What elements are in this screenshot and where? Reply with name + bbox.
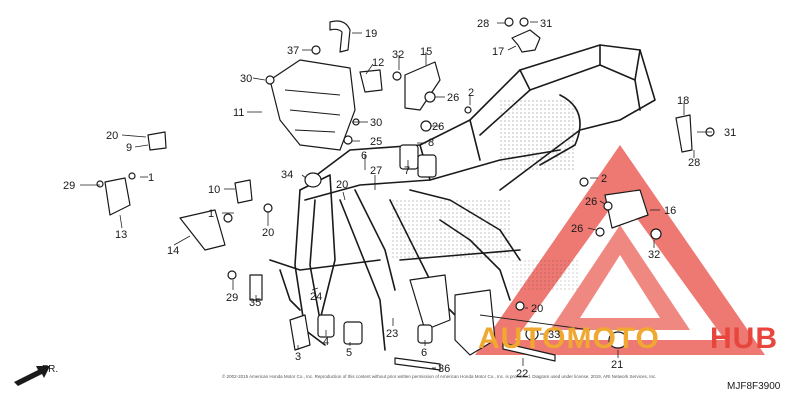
watermark-text: AUTOMOTO HUB [478,322,778,355]
callout-16[interactable]: 16 [664,205,676,217]
callout-37[interactable]: 37 [287,45,299,57]
callout-21[interactable]: 21 [611,359,623,371]
callout-23[interactable]: 23 [386,328,398,340]
callout-28[interactable]: 28 [688,157,700,169]
callout-29[interactable]: 29 [63,180,75,192]
callout-17[interactable]: 17 [492,46,504,58]
callout-14[interactable]: 14 [167,245,179,257]
front-direction-arrow: FR. [14,364,58,386]
callout-2[interactable]: 2 [468,87,474,99]
callout-25[interactable]: 25 [370,136,382,148]
callout-35[interactable]: 35 [249,297,261,309]
callout-26[interactable]: 26 [571,223,583,235]
callout-1[interactable]: 1 [208,208,214,220]
callout-6[interactable]: 6 [361,150,367,162]
callout-22[interactable]: 22 [516,368,528,380]
callout-20[interactable]: 20 [262,227,274,239]
callout-20[interactable]: 20 [106,130,118,142]
callout-numbers: 19 28 31 17 37 32 15 12 30 2 26 11 30 26… [63,18,736,380]
callout-3[interactable]: 3 [295,351,301,363]
leader-lines [80,21,712,369]
diagram-code: MJF8F3900 [727,381,781,392]
callout-31[interactable]: 31 [540,18,552,30]
callout-2[interactable]: 2 [601,173,607,185]
callout-20[interactable]: 20 [531,303,543,315]
callout-30[interactable]: 30 [240,73,252,85]
callout-36[interactable]: 36 [438,363,450,375]
callout-1[interactable]: 1 [148,172,154,184]
callout-8[interactable]: 8 [428,137,434,149]
callout-9[interactable]: 9 [126,142,132,154]
watermark-text-right: HUB [710,322,778,355]
callout-32[interactable]: 32 [648,249,660,261]
callout-30[interactable]: 30 [370,117,382,129]
callout-15[interactable]: 15 [420,46,432,58]
callout-33[interactable]: 33 [548,329,560,341]
callout-6[interactable]: 6 [421,347,427,359]
callout-11[interactable]: 11 [233,107,244,119]
callout-32[interactable]: 32 [392,49,404,61]
copyright-notice: © 2002-2015 American Honda Motor Co., In… [222,373,657,379]
parts [96,17,715,371]
main-frame [269,44,656,356]
callout-26[interactable]: 26 [432,121,444,133]
front-arrow-label: FR. [42,364,58,375]
callout-5[interactable]: 5 [346,347,352,359]
callout-24[interactable]: 24 [310,291,322,303]
watermark-text-left: AUTOMOTO [478,322,660,355]
callout-27[interactable]: 27 [370,165,382,177]
callout-26[interactable]: 26 [447,92,459,104]
callout-4[interactable]: 4 [323,336,329,348]
callout-10[interactable]: 10 [208,184,220,196]
callout-18[interactable]: 18 [677,95,689,107]
callout-34[interactable]: 34 [281,169,293,181]
callout-29[interactable]: 29 [226,292,238,304]
callout-20[interactable]: 20 [336,179,348,191]
callout-19[interactable]: 19 [365,28,377,40]
callout-31[interactable]: 31 [724,127,736,139]
callout-28[interactable]: 28 [477,18,489,30]
callout-13[interactable]: 13 [115,229,127,241]
watermark-logo [475,145,765,355]
callout-26[interactable]: 26 [585,196,597,208]
callout-7[interactable]: 7 [404,165,410,177]
callout-12[interactable]: 12 [372,57,384,69]
